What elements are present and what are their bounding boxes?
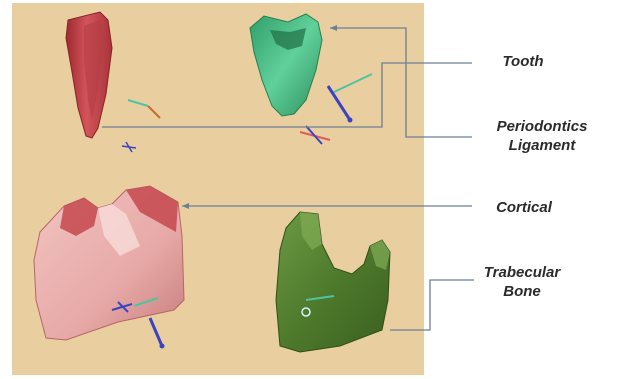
tooth-label: Tooth	[488, 52, 558, 71]
cortical-label: Cortical	[478, 198, 570, 217]
periodontics-ligament-label: Periodontics Ligament	[474, 117, 610, 155]
trabecular-bone-label: Trabecular Bone	[464, 263, 580, 301]
